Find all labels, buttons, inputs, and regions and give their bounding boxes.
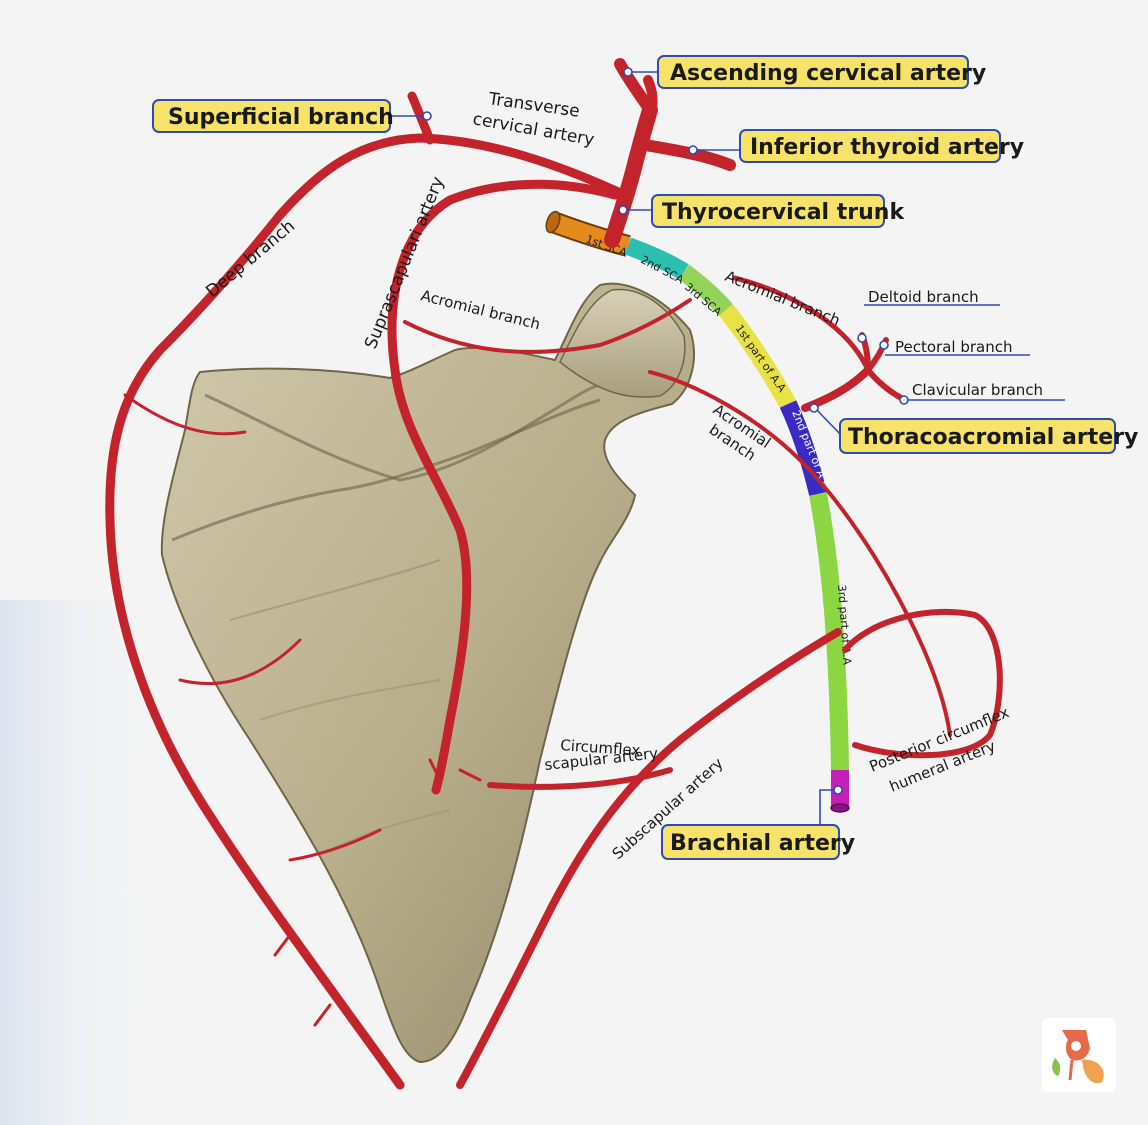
label-superficial-branch: Superficial branch	[152, 99, 394, 133]
scapula-body	[160, 282, 695, 1064]
clavicular-branch-label: Clavicular branch	[912, 381, 1043, 399]
thyrocervical-trunk-label: Thyrocervical trunk	[662, 200, 905, 225]
label-ascending-cervical: Ascending cervical artery	[657, 55, 986, 89]
segment-second-aa	[779, 400, 827, 497]
scapula	[160, 282, 695, 1064]
background-tint	[0, 600, 160, 1125]
posterior-circumflex-humeral-vessel	[842, 608, 1003, 759]
acromion	[559, 288, 686, 398]
acromial-branch-thoracoacromial	[732, 275, 871, 373]
label-brachial: Brachial artery	[661, 824, 855, 860]
suprascapular-label: Suprascapulari artery	[361, 174, 448, 352]
clavicular-branch-vessel	[865, 367, 908, 403]
acromial-branch-vessel-2	[648, 370, 952, 737]
acromial-branch-label-1: Acromial branch	[419, 286, 542, 333]
segment-first-scr	[549, 213, 631, 255]
circumflex-scapular-vessel	[487, 767, 673, 790]
label-thoracoacromial: Thoracoacromial artery	[839, 418, 1138, 454]
segment-third-aa	[809, 492, 849, 771]
inferior-thyroid-vessel	[639, 139, 736, 171]
arteries	[105, 58, 1003, 1090]
suprascapular-vessel	[387, 179, 620, 795]
seg-label-first-aa: 1st part of A.A	[733, 322, 789, 395]
inferior-thyroid-label: Inferior thyroid artery	[750, 135, 1024, 160]
deltoid-branch-label: Deltoid branch	[868, 288, 979, 306]
segment-third-scr	[678, 264, 733, 316]
superficial-branch-vessel	[407, 91, 435, 145]
segment-first-aa	[718, 304, 796, 409]
logo-icon	[1042, 1018, 1116, 1092]
transverse-cervical-vessel	[275, 133, 630, 220]
thoracoacromial-vessel	[801, 366, 872, 412]
brachial-label: Brachial artery	[670, 831, 855, 856]
thoracoacromial-label: Thoracoacromial artery	[848, 425, 1138, 450]
artery-segments	[545, 210, 850, 813]
segment-second-scr	[624, 237, 689, 280]
pectoral-branch-label: Pectoral branch	[895, 338, 1012, 356]
superficial-branch-label: Superficial branch	[168, 105, 394, 130]
scapula-spine-lower	[171, 398, 601, 542]
label-thyrocervical-trunk: Thyrocervical trunk	[651, 194, 905, 228]
label-inferior-thyroid: Inferior thyroid artery	[739, 129, 1024, 163]
deep-branch-label: Deep branch	[202, 216, 299, 302]
acromial-branch-vessel-1	[403, 298, 692, 354]
deep-branch-vessel	[105, 210, 405, 1090]
ascending-cervical-label: Ascending cervical artery	[670, 61, 986, 86]
thyrocervical-trunk-vessel	[604, 102, 658, 248]
subscapular-vessel	[456, 628, 842, 1089]
circumflex-scapular-label-1: Circumflex	[560, 736, 641, 760]
